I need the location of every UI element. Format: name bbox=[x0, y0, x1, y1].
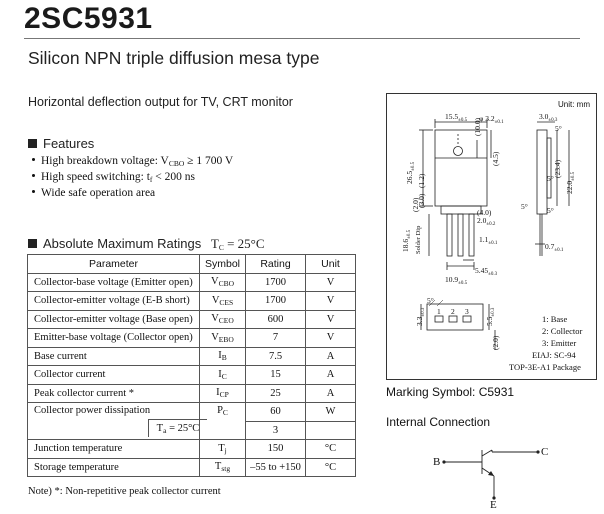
column-header: Unit bbox=[305, 254, 356, 274]
pin-number: 1 bbox=[437, 307, 441, 316]
dim-label: (3.0) bbox=[417, 193, 426, 208]
table-row: Collector-emitter voltage (Base open) VC… bbox=[27, 309, 356, 329]
pin-legend-item: 2: Collector bbox=[542, 326, 583, 336]
feature-item: High breakdown voltage: VCBO ≥ 1 700 V bbox=[32, 155, 233, 168]
dim-label: (4.0) bbox=[477, 208, 492, 217]
marking-symbol: Marking Symbol: C5931 bbox=[386, 385, 515, 399]
package-body-top bbox=[426, 303, 484, 331]
dim-label: 5.5±0.3 bbox=[485, 307, 496, 326]
pin-legend-item: 3: Emitter bbox=[542, 338, 577, 348]
dim-label: 5.45±0.3 bbox=[475, 266, 498, 277]
bullet-icon bbox=[32, 190, 35, 193]
dim-label: 1.1±0.1 bbox=[479, 235, 498, 246]
table-row: Collector current IC 15 A bbox=[27, 365, 356, 385]
dim-label: Solder Dip bbox=[415, 225, 422, 254]
dim-label: φ 3.2±0.1 bbox=[479, 114, 504, 125]
emitter-terminal-label: E bbox=[490, 499, 497, 511]
pin-number: 2 bbox=[451, 307, 455, 316]
package-outline-drawing bbox=[419, 119, 570, 350]
dim-label: 3.0±0.3 bbox=[539, 112, 558, 123]
section-square-icon bbox=[28, 139, 37, 148]
title-divider bbox=[24, 38, 580, 39]
pin-legend-item: 1: Base bbox=[542, 314, 568, 324]
pin-number: 3 bbox=[465, 307, 469, 316]
angle-label: 5° bbox=[555, 124, 562, 133]
dim-label: (4.5) bbox=[491, 151, 500, 166]
ratings-condition: TC = 25°C bbox=[210, 236, 265, 252]
device-type-subtitle: Silicon NPN triple diffusion mesa type bbox=[28, 48, 320, 68]
dim-label: (2.0) bbox=[491, 335, 500, 350]
angle-label: 5° bbox=[427, 296, 434, 305]
dim-label: 18.6±0.5 bbox=[401, 229, 412, 252]
angle-label: 5° bbox=[521, 202, 528, 211]
eiaj-code: EIAJ: SC-94 bbox=[532, 350, 576, 360]
footnote: Note) *: Non-repetitive peak collector c… bbox=[28, 486, 221, 497]
part-number-title: 2SC5931 bbox=[24, 2, 153, 35]
table-row: Junction temperature Tj 150 °C bbox=[27, 439, 356, 459]
table-row: Base current IB 7.5 A bbox=[27, 346, 356, 366]
collector-terminal-label: C bbox=[541, 446, 549, 458]
dim-label: 2.0±0.2 bbox=[477, 216, 496, 227]
npn-transistor-symbol bbox=[442, 449, 540, 500]
feature-item: High speed switching: tf < 200 ns bbox=[32, 171, 195, 184]
package-body-side bbox=[536, 129, 548, 215]
dim-label: (23.4) bbox=[553, 159, 562, 178]
sub-condition-cell: Ta = 25°C bbox=[148, 419, 207, 437]
table-header-row: Parameter Symbol Rating Unit bbox=[27, 254, 356, 274]
application-text: Horizontal deflection output for TV, CRT… bbox=[28, 95, 293, 109]
dim-label: 22.0±0.5 bbox=[565, 171, 576, 194]
ratings-table: Parameter Symbol Rating Unit Collector-b… bbox=[27, 254, 356, 477]
column-header: Rating bbox=[245, 254, 306, 274]
section-square-icon bbox=[28, 239, 37, 248]
dim-label: 10.9±0.5 bbox=[445, 275, 468, 286]
table-row: Collector-emitter voltage (E-B short) VC… bbox=[27, 291, 356, 311]
features-heading: Features bbox=[28, 136, 94, 151]
dim-label: (1.2) bbox=[417, 173, 426, 188]
feature-item: Wide safe operation area bbox=[32, 187, 155, 199]
column-header: Symbol bbox=[199, 254, 246, 274]
table-row: Emitter-base voltage (Collector open) VE… bbox=[27, 328, 356, 348]
dim-label: 0.7±0.1 bbox=[545, 242, 564, 253]
table-row: Collector power dissipation Ta = 25°C PC… bbox=[27, 402, 356, 440]
package-drawing: Unit: mm 15.5±0.5 φ 3.2±0.1 3.0±0.3 (10.… bbox=[386, 93, 597, 380]
dim-label: 15.5±0.5 bbox=[445, 112, 468, 123]
angle-label: 5° bbox=[547, 174, 554, 183]
dim-label: 26.5±0.5 bbox=[405, 161, 416, 184]
mounting-hole-icon bbox=[453, 146, 463, 156]
table-row: Collector-base voltage (Emitter open) VC… bbox=[27, 272, 356, 292]
bullet-icon bbox=[32, 174, 35, 177]
table-row: Peak collector current * ICP 25 A bbox=[27, 383, 356, 403]
table-row: 3 bbox=[28, 420, 356, 440]
table-row: Storage temperature Tstg –55 to +150 °C bbox=[27, 457, 356, 477]
base-terminal-label: B bbox=[433, 456, 441, 468]
angle-label: 5° bbox=[547, 206, 554, 215]
dim-label: 3.3±0.3 bbox=[415, 307, 426, 326]
package-body-front bbox=[434, 129, 488, 207]
bullet-icon bbox=[32, 158, 35, 161]
package-name: TOP-3E-A1 Package bbox=[509, 362, 581, 372]
unit-label: Unit: mm bbox=[558, 100, 590, 109]
internal-connection-heading: Internal Connection bbox=[386, 415, 491, 429]
column-header: Parameter bbox=[27, 254, 200, 274]
ratings-heading: Absolute Maximum Ratings TC = 25°C bbox=[28, 236, 265, 252]
dim-label: (10.0) bbox=[473, 117, 482, 136]
